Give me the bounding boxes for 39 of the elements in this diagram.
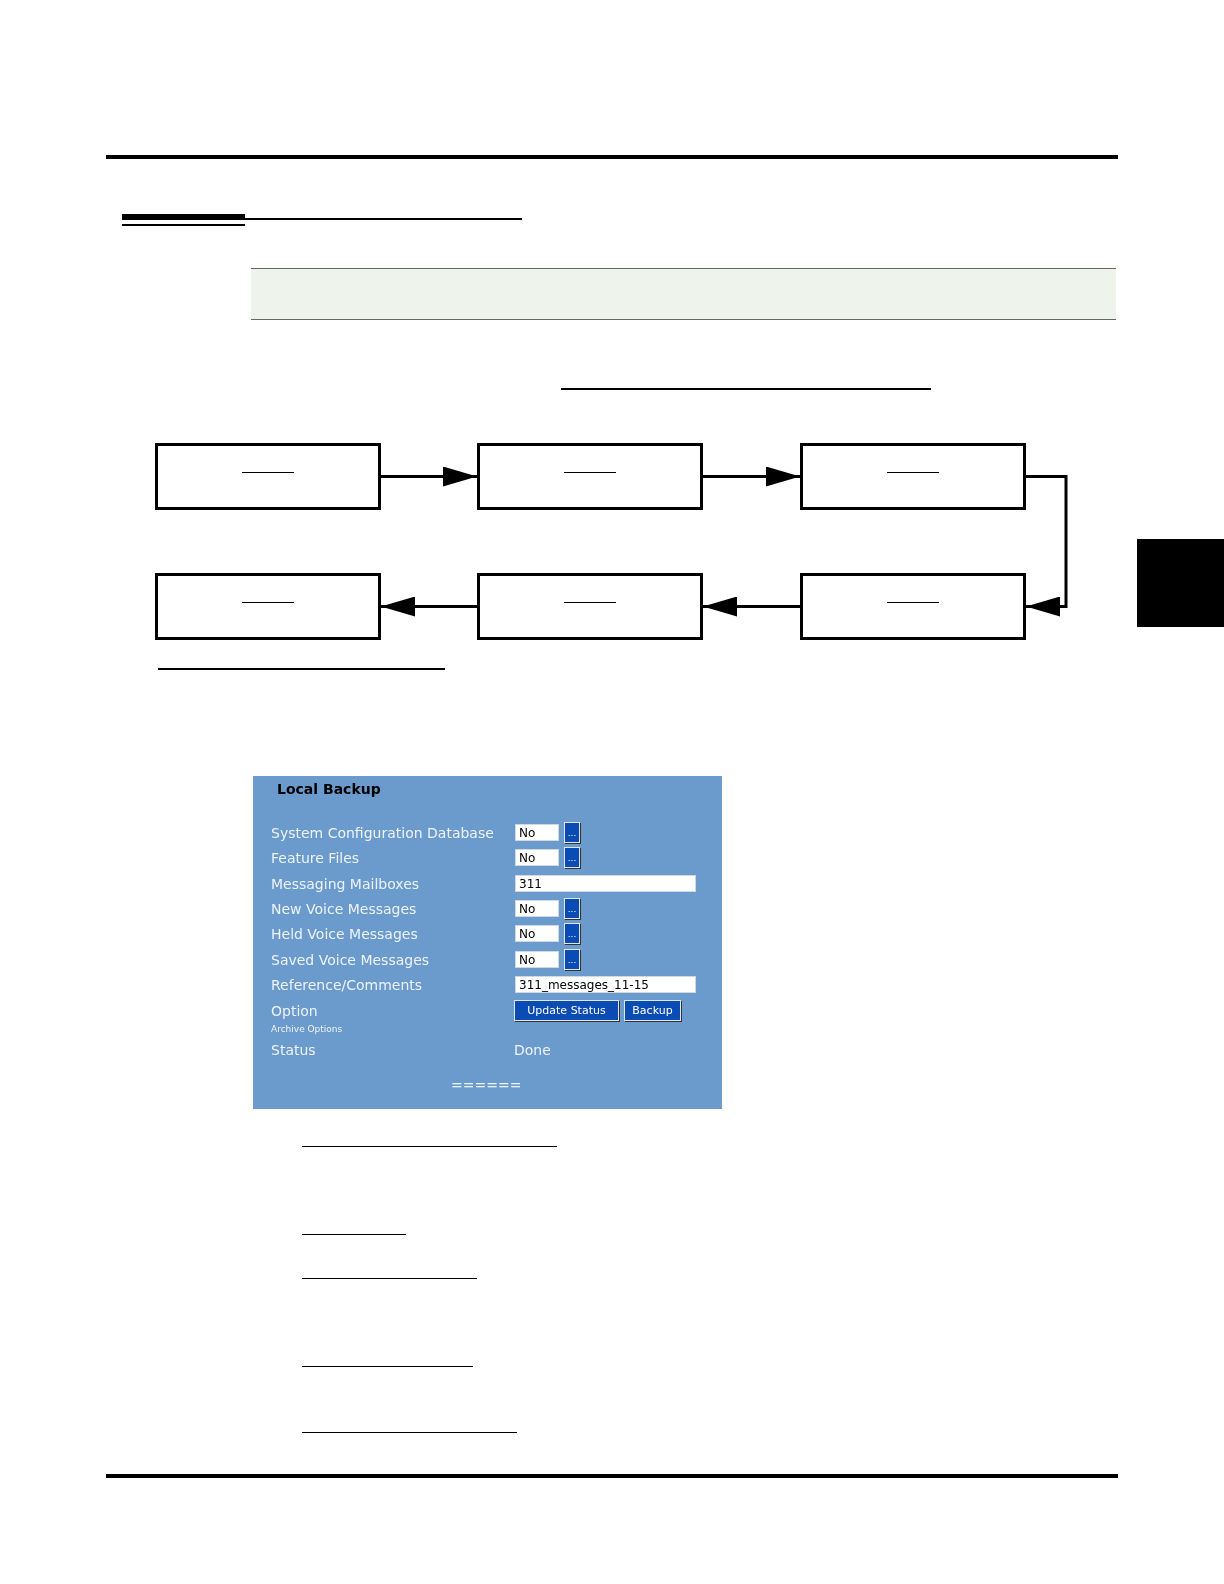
input-field: No	[515, 900, 559, 917]
input-field: No	[515, 925, 559, 942]
arrow	[1026, 475, 1068, 617]
input-field: No	[515, 951, 559, 968]
input-field: 311	[515, 875, 696, 892]
input-field: No	[515, 849, 559, 866]
status-value: Done	[514, 1041, 551, 1059]
arrow	[703, 466, 800, 487]
field-label: Reference/Comments	[271, 976, 423, 994]
field-label: Messaging Mailboxes	[271, 875, 420, 893]
link-text: Archive Options	[271, 1024, 343, 1035]
field-label: Feature Files	[271, 849, 360, 867]
field-label: New Voice Messages	[271, 900, 417, 918]
browse-button: ...	[564, 923, 580, 944]
arrow	[703, 596, 800, 617]
progress-marker: ======	[451, 1076, 522, 1094]
browse-button: ...	[564, 822, 580, 843]
input-field: 311_messages_11-15	[515, 976, 696, 993]
field-label: Option	[271, 1002, 318, 1020]
process-box	[477, 443, 703, 510]
field-label: Saved Voice Messages	[271, 951, 430, 969]
input-field: No	[515, 824, 559, 841]
arrow	[381, 596, 477, 617]
process-box	[155, 573, 381, 640]
arrow	[381, 466, 477, 487]
field-label: Status	[271, 1041, 316, 1059]
process-box	[800, 443, 1026, 510]
browse-button: ...	[564, 847, 580, 868]
panel-title: Local Backup	[277, 780, 381, 798]
process-box	[477, 573, 703, 640]
process-box	[800, 573, 1026, 640]
process-box	[155, 443, 381, 510]
shaded-band	[251, 268, 1116, 320]
backup-button: Backup	[624, 1000, 681, 1021]
field-label: System Configuration Database	[271, 824, 494, 842]
browse-button: ...	[564, 898, 580, 919]
field-label: Held Voice Messages	[271, 925, 418, 943]
update-status-button: Update Status	[514, 1000, 619, 1021]
browse-button: ...	[564, 949, 580, 970]
